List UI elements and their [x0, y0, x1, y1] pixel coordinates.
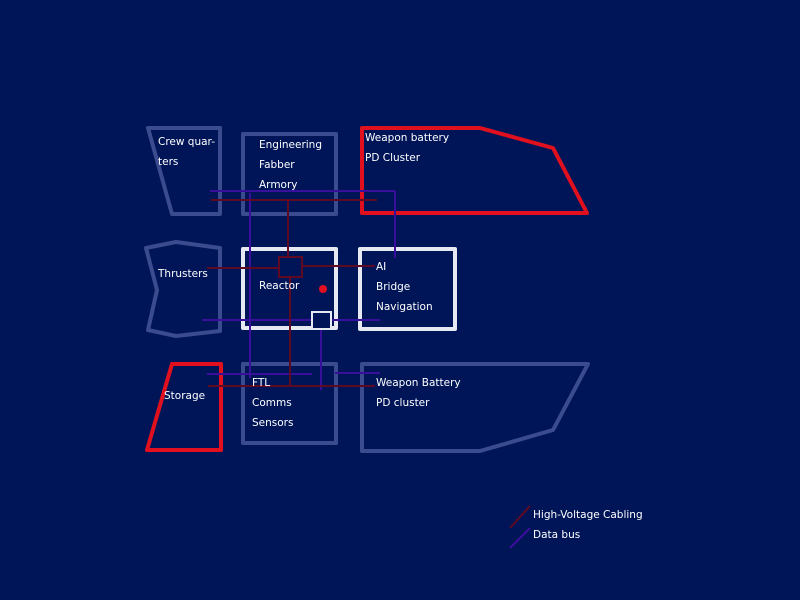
room-label-line: Armory [259, 179, 298, 191]
label-reactor: Reactor [259, 276, 299, 296]
legend-data-bus-label: Data bus [533, 529, 581, 541]
room-storage[interactable] [145, 362, 223, 452]
room-label-line: Weapon battery [365, 132, 450, 144]
room-label-line: Sensors [252, 417, 294, 429]
room-label-line: AI [376, 261, 387, 273]
room-crew-quarters[interactable] [146, 126, 222, 216]
label-ai-bridge: AI Bridge Navigation [376, 257, 433, 317]
room-thrusters[interactable] [144, 240, 222, 338]
room-label-line: Crew quar- [158, 136, 215, 148]
room-label-line: FTL [252, 377, 271, 389]
legend-high-voltage-label: High-Voltage Cabling [533, 509, 643, 521]
legend-high-voltage-swatch [509, 505, 531, 529]
power-junction[interactable] [278, 256, 303, 278]
room-label-line: Weapon Battery [376, 377, 461, 389]
room-label-line: PD Cluster [365, 152, 421, 164]
label-thrusters: Thrusters [158, 264, 208, 284]
room-label-line: Fabber [259, 159, 295, 171]
label-weapon-battery-top: Weapon battery PD Cluster [365, 128, 449, 168]
label-crew-quarters: Crew quar- ters [158, 132, 215, 172]
room-label-line: Reactor [259, 280, 300, 292]
label-storage: Storage [164, 386, 205, 406]
room-weapon-battery-bottom[interactable] [360, 362, 590, 453]
room-ai-bridge[interactable] [358, 247, 457, 331]
label-ftl: FTL Comms Sensors [252, 373, 293, 433]
room-label-line: PD cluster [376, 397, 430, 409]
room-label-line: Thrusters [158, 268, 208, 280]
room-label-line: ters [158, 156, 179, 168]
room-label-line: Navigation [376, 301, 433, 313]
alert-dot [319, 285, 327, 293]
room-label-line: Storage [164, 390, 206, 402]
label-engineering: Engineering Fabber Armory [259, 135, 322, 195]
room-label-line: Bridge [376, 281, 411, 293]
high-voltage-lines [207, 199, 377, 387]
label-weapon-battery-bottom: Weapon Battery PD cluster [376, 373, 461, 413]
room-label-line: Engineering [259, 139, 322, 151]
legend-data-bus-swatch [509, 527, 531, 549]
room-weapon-battery-top[interactable] [360, 126, 589, 215]
data-junction[interactable] [311, 311, 332, 330]
room-engineering[interactable] [241, 132, 338, 216]
room-label-line: Comms [252, 397, 292, 409]
